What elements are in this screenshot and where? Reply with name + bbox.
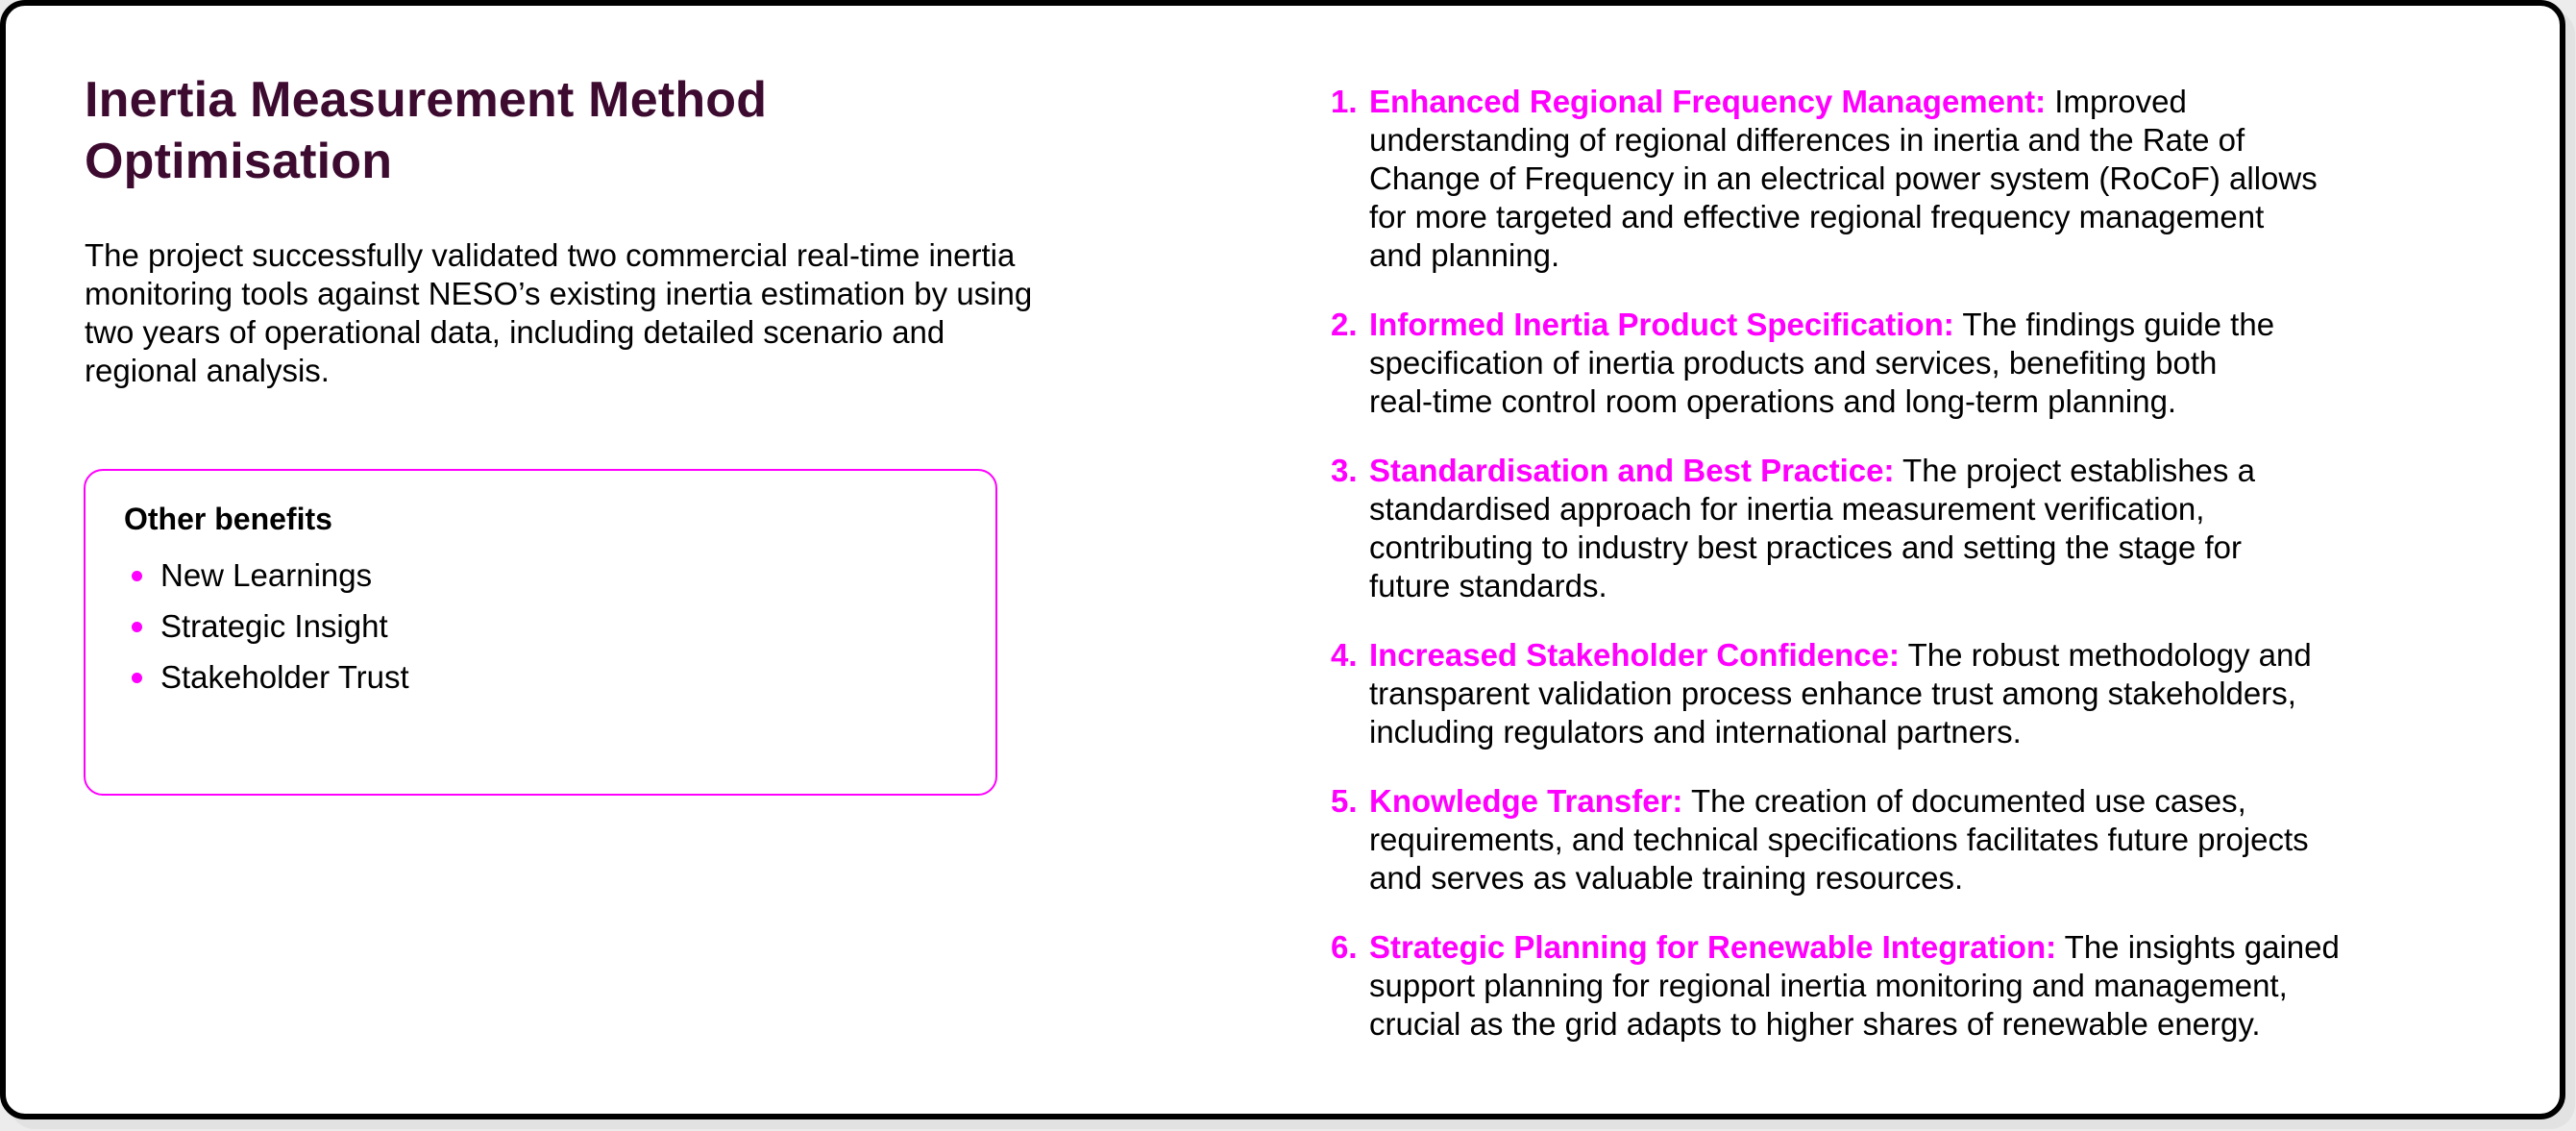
item-label: Strategic Planning for Renewable Integra… bbox=[1369, 929, 2057, 965]
benefit-item: 6. Strategic Planning for Renewable Inte… bbox=[1331, 928, 2484, 1044]
item-line: transparent validation process enhance t… bbox=[1369, 676, 2296, 711]
title-line-1: Inertia Measurement Method bbox=[85, 72, 768, 128]
benefit-item: 1. Enhanced Regional Frequency Managemen… bbox=[1331, 83, 2484, 275]
item-label: Enhanced Regional Frequency Management: bbox=[1369, 84, 2047, 119]
item-label: Knowledge Transfer: bbox=[1369, 783, 1683, 819]
item-line: and serves as valuable training resource… bbox=[1369, 860, 1964, 896]
item-text: The robust methodology and bbox=[1900, 637, 2312, 673]
item-line: contributing to industry best practices … bbox=[1369, 529, 2243, 565]
list-item: Stakeholder Trust bbox=[124, 652, 409, 702]
intro-paragraph: The project successfully validated two c… bbox=[85, 236, 1032, 390]
item-number: 6. bbox=[1331, 929, 1358, 965]
item-number: 2. bbox=[1331, 307, 1358, 342]
item-number: 5. bbox=[1331, 783, 1358, 819]
list-item-label: New Learnings bbox=[160, 557, 373, 593]
item-line: including regulators and international p… bbox=[1369, 714, 2022, 750]
intro-line: two years of operational data, including… bbox=[85, 314, 945, 350]
bullet-icon bbox=[132, 571, 142, 581]
item-first-line: Knowledge Transfer: The creation of docu… bbox=[1369, 782, 2484, 821]
item-text: The findings guide the bbox=[1953, 307, 2275, 342]
item-first-line: Informed Inertia Product Specification: … bbox=[1369, 306, 2484, 344]
list-item: New Learnings bbox=[124, 550, 409, 601]
item-text: The project establishes a bbox=[1894, 453, 2255, 488]
intro-line: monitoring tools against NESO’s existing… bbox=[85, 276, 1033, 311]
benefits-numbered-list: 1. Enhanced Regional Frequency Managemen… bbox=[1331, 83, 2484, 1074]
item-line: requirements, and technical specificatio… bbox=[1369, 822, 2309, 857]
bullet-icon bbox=[132, 622, 142, 632]
item-first-line: Increased Stakeholder Confidence: The ro… bbox=[1369, 636, 2484, 675]
item-line: standardised approach for inertia measur… bbox=[1369, 491, 2205, 527]
item-number: 3. bbox=[1331, 453, 1358, 488]
item-number: 1. bbox=[1331, 84, 1358, 119]
page-title: Inertia Measurement Method Optimisation bbox=[85, 69, 767, 192]
item-label: Standardisation and Best Practice: bbox=[1369, 453, 1895, 488]
intro-line: The project successfully validated two c… bbox=[85, 237, 1016, 273]
item-label: Informed Inertia Product Specification: bbox=[1369, 307, 1954, 342]
item-line: crucial as the grid adapts to higher sha… bbox=[1369, 1006, 2261, 1042]
item-text: The insights gained bbox=[2056, 929, 2340, 965]
benefit-item: 2. Informed Inertia Product Specificatio… bbox=[1331, 306, 2484, 421]
item-line: for more targeted and effective regional… bbox=[1369, 199, 2265, 234]
item-first-line: Enhanced Regional Frequency Management: … bbox=[1369, 83, 2484, 121]
item-text: Improved bbox=[2046, 84, 2187, 119]
item-first-line: Strategic Planning for Renewable Integra… bbox=[1369, 928, 2484, 967]
item-line: future standards. bbox=[1369, 568, 1607, 603]
item-line: Change of Frequency in an electrical pow… bbox=[1369, 160, 2318, 196]
list-item-label: Stakeholder Trust bbox=[160, 659, 409, 695]
item-label: Increased Stakeholder Confidence: bbox=[1369, 637, 1900, 673]
benefit-item: 4. Increased Stakeholder Confidence: The… bbox=[1331, 636, 2484, 751]
item-line: support planning for regional inertia mo… bbox=[1369, 968, 2288, 1003]
title-line-2: Optimisation bbox=[85, 134, 393, 189]
list-item: Strategic Insight bbox=[124, 601, 409, 652]
other-benefits-heading: Other benefits bbox=[124, 502, 332, 536]
item-text: The creation of documented use cases, bbox=[1682, 783, 2246, 819]
benefit-item: 3. Standardisation and Best Practice: Th… bbox=[1331, 452, 2484, 605]
item-line: and planning. bbox=[1369, 237, 1560, 273]
intro-line: regional analysis. bbox=[85, 353, 330, 388]
item-line: real-time control room operations and lo… bbox=[1369, 383, 2177, 419]
bullet-icon bbox=[132, 673, 142, 683]
list-item-label: Strategic Insight bbox=[160, 608, 388, 644]
other-benefits-list: New Learnings Strategic Insight Stakehol… bbox=[124, 550, 409, 702]
item-first-line: Standardisation and Best Practice: The p… bbox=[1369, 452, 2484, 490]
item-line: specification of inertia products and se… bbox=[1369, 345, 2218, 381]
item-number: 4. bbox=[1331, 637, 1358, 673]
item-line: understanding of regional differences in… bbox=[1369, 122, 2245, 158]
other-benefits-box: Other benefits New Learnings Strategic I… bbox=[84, 469, 997, 796]
benefit-item: 5. Knowledge Transfer: The creation of d… bbox=[1331, 782, 2484, 897]
